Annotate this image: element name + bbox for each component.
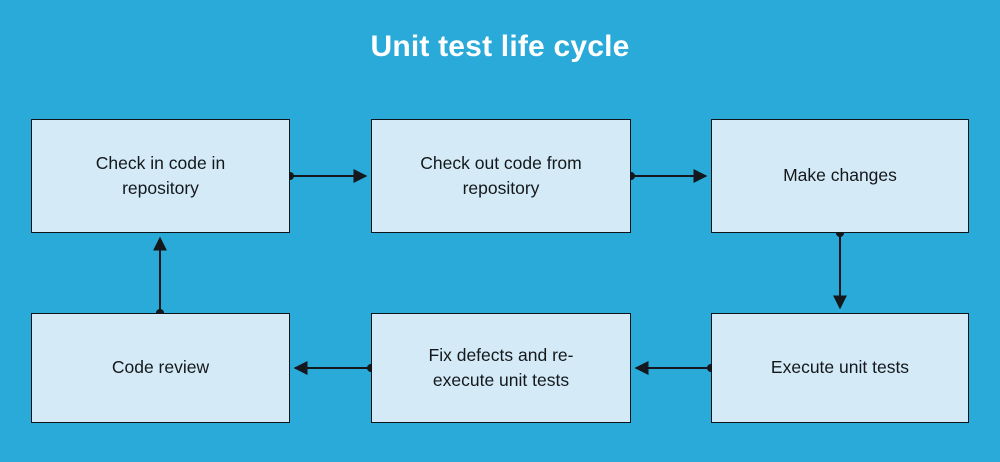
node-execute-unit-tests[interactable]: Execute unit tests	[711, 313, 969, 423]
node-fix-defects[interactable]: Fix defects and re- execute unit tests	[371, 313, 631, 423]
node-check-out-code[interactable]: Check out code from repository	[371, 119, 631, 233]
node-make-changes[interactable]: Make changes	[711, 119, 969, 233]
node-label: Check out code from repository	[420, 152, 582, 198]
edge-codereview-to-checkin	[153, 236, 167, 317]
edge-checkin-to-checkout	[286, 169, 368, 183]
edge-makechanges-to-executetests	[833, 229, 847, 310]
edge-fixdefects-to-codereview	[293, 361, 375, 375]
node-label: Fix defects and re- execute unit tests	[428, 344, 574, 390]
edge-checkout-to-makechanges	[627, 169, 708, 183]
node-check-in-code[interactable]: Check in code in repository	[31, 119, 290, 233]
node-label: Code review	[111, 357, 210, 378]
node-code-review[interactable]: Code review	[31, 313, 290, 423]
node-label: Make changes	[783, 165, 897, 186]
node-label: Execute unit tests	[770, 357, 910, 378]
edge-executetests-to-fixdefects	[634, 361, 715, 375]
page-title: Unit test life cycle	[370, 30, 630, 63]
node-label: Check in code in repository	[95, 152, 226, 198]
